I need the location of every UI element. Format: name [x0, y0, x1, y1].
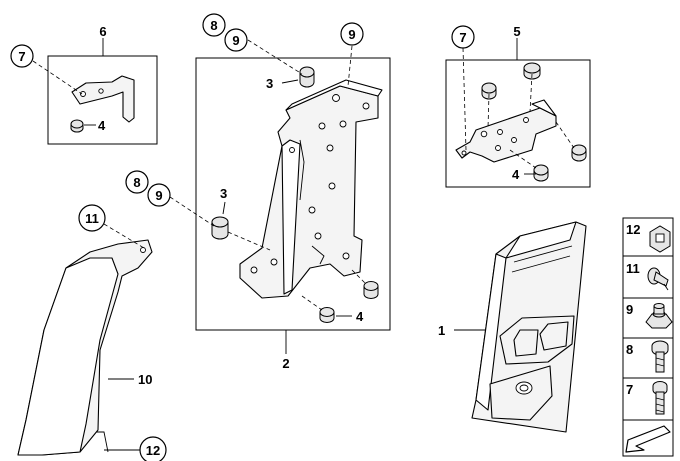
clip-nut-icon — [649, 225, 671, 253]
svg-text:9: 9 — [348, 27, 355, 42]
callout-1: 1 — [438, 323, 445, 338]
svg-text:7: 7 — [18, 49, 25, 64]
bubble-9-b: 9 — [340, 22, 364, 46]
cover-part-10: 10 11 12 — [17, 204, 167, 461]
bubble-9-a: 9 — [224, 28, 248, 52]
callout-4-b: 4 — [356, 309, 364, 324]
legend-label-12: 12 — [626, 222, 640, 237]
callout-5: 5 — [513, 24, 520, 39]
cap-top — [523, 62, 541, 80]
bracket-5-part — [455, 99, 557, 163]
screw-7-icon — [652, 381, 668, 415]
fastener-legend: 12 11 9 8 7 — [622, 217, 674, 457]
callout-4-c: 4 — [512, 167, 520, 182]
callout-3-b: 3 — [220, 186, 227, 201]
cap-right — [571, 144, 587, 162]
bubble-11: 11 — [78, 204, 106, 232]
callout-10: 10 — [138, 372, 152, 387]
bubble-7-b: 7 — [451, 25, 475, 49]
svg-text:12: 12 — [146, 443, 160, 458]
small-bracket — [71, 75, 135, 123]
bubble-8-b: 8 — [125, 170, 149, 194]
bubble-7-a: 7 — [10, 44, 34, 68]
callout-6: 6 — [99, 24, 106, 39]
legend-label-9: 9 — [626, 302, 633, 317]
group-2-frame — [195, 57, 391, 331]
svg-text:7: 7 — [459, 30, 466, 45]
callout-2: 2 — [282, 356, 289, 371]
legend-label-7: 7 — [626, 382, 633, 397]
bubble-12: 12 — [139, 436, 167, 461]
main-bracket — [239, 79, 383, 299]
bubble-8-a: 8 — [202, 13, 226, 37]
callout-3-a: 3 — [266, 76, 273, 91]
callout-4-a: 4 — [98, 118, 106, 133]
bracket-group-5: 5 — [445, 24, 591, 188]
bubble-9-c: 9 — [147, 183, 171, 207]
screw-8-icon — [651, 340, 669, 373]
svg-text:9: 9 — [155, 188, 162, 203]
svg-text:8: 8 — [210, 18, 217, 33]
cap-mid — [481, 82, 497, 100]
group-6-frame — [47, 55, 158, 145]
nut-4 — [70, 119, 84, 133]
nut-4-bottom — [319, 307, 335, 323]
svg-text:11: 11 — [85, 211, 99, 226]
legend-label-8: 8 — [626, 342, 633, 357]
nut-icon — [645, 303, 673, 329]
grommet-3-top — [299, 66, 315, 88]
cap-bottom — [533, 164, 549, 182]
grommet-3-left — [211, 216, 229, 240]
legend-label-11: 11 — [626, 261, 640, 276]
svg-text:9: 9 — [232, 33, 239, 48]
bracket-group-6: 6 4 7 — [10, 24, 158, 145]
svg-text:8: 8 — [133, 175, 140, 190]
bracket-group-2: 2 3 3 — [125, 13, 391, 371]
nut-4-right — [363, 281, 379, 299]
control-module-part-1: 1 — [438, 221, 587, 433]
plug-icon — [647, 267, 669, 291]
group-5-frame — [445, 59, 591, 188]
reference-arrow-icon — [625, 425, 671, 453]
